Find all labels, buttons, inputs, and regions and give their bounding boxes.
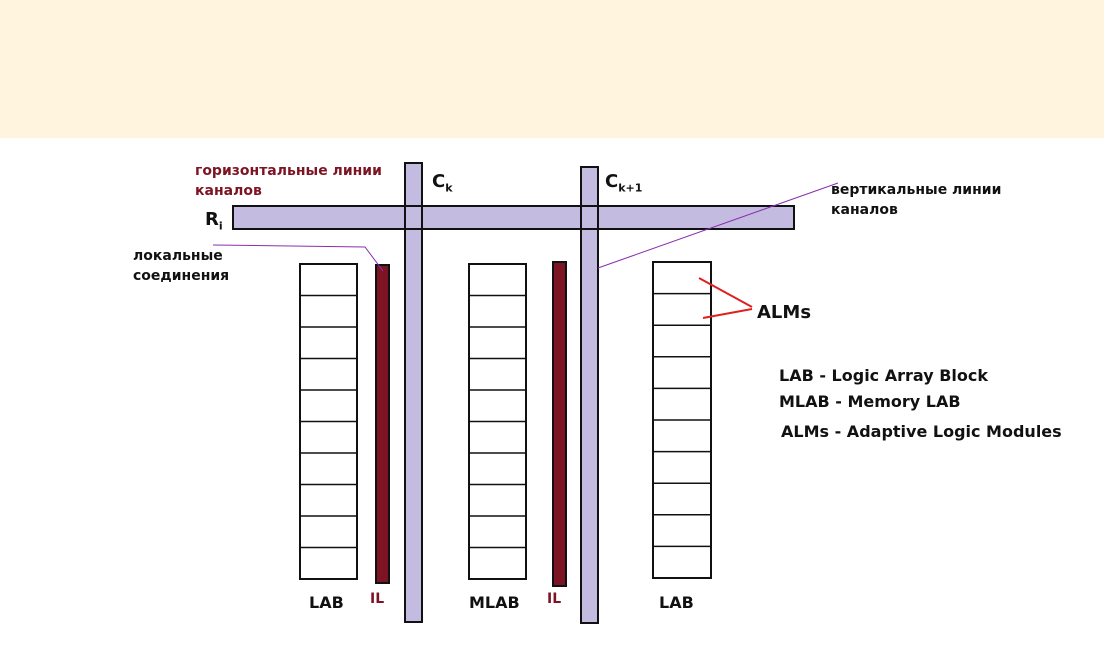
- mlab-label: MLAB: [469, 593, 520, 612]
- vertical-channel-ck1: [580, 166, 599, 624]
- horizontal-channel-ri: [232, 205, 795, 230]
- il-bar-left: [375, 264, 390, 584]
- lab-left-label: LAB: [309, 593, 344, 612]
- vertical-channel-ck: [404, 162, 423, 623]
- alms-label: ALMs: [757, 302, 812, 323]
- col-k1-label: Ck+1: [605, 171, 642, 195]
- alms-arrow-lower: [702, 308, 753, 319]
- mlab-block: [468, 263, 527, 580]
- local-connections-leader: [212, 244, 384, 272]
- local-connections-label: локальные соединения: [133, 248, 230, 284]
- row-label: Ri: [205, 209, 223, 233]
- col-k-label: Ck: [432, 171, 453, 195]
- col-k1-label-sub: k+1: [618, 181, 643, 195]
- top-band: [0, 0, 1104, 138]
- alms-arrow-upper: [698, 277, 753, 308]
- horizontal-channels-label: горизонтальные линии каналов: [195, 163, 382, 199]
- col-k-label-main: C: [432, 171, 446, 192]
- il-right-label: IL: [547, 591, 562, 607]
- lab-right-label: LAB: [659, 593, 694, 612]
- vertical-channels-label: вертикальные линии каналов: [831, 182, 1002, 218]
- il-bar-right: [552, 261, 567, 587]
- legend-line-1: LAB - Logic Array Block: [779, 366, 988, 385]
- lab-right-block: [652, 261, 712, 579]
- il-left-label: IL: [370, 591, 385, 607]
- legend-line-3: ALMs - Adaptive Logic Modules: [781, 422, 1062, 441]
- col-k-label-sub: k: [445, 181, 453, 195]
- col-k1-label-main: C: [605, 171, 619, 192]
- vertical-channels-leader: [597, 182, 839, 269]
- double-arrow-icon: [698, 277, 753, 319]
- legend-line-2: MLAB - Memory LAB: [779, 392, 961, 411]
- lab-left-block: [299, 263, 358, 580]
- row-label-main: R: [205, 209, 219, 230]
- row-label-sub: i: [218, 219, 223, 233]
